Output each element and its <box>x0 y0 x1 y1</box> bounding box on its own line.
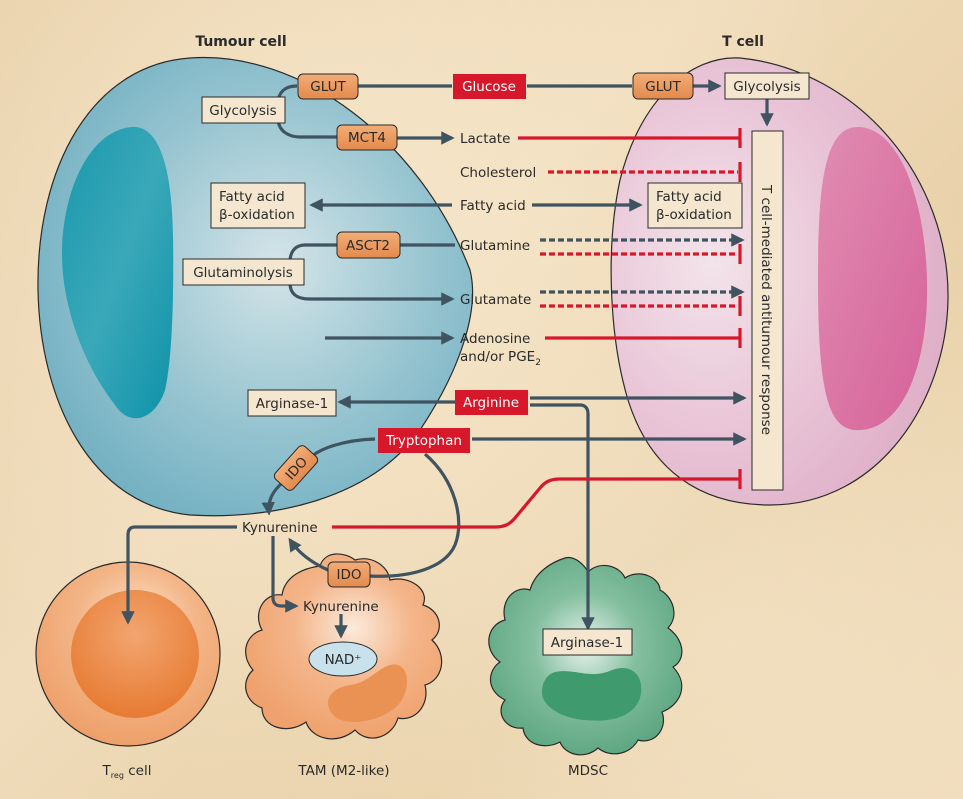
tam-cell-nucleus <box>328 664 408 723</box>
fao-tumour-label-line1: Fatty acid <box>219 189 285 205</box>
transporter-glut-tcell: GLUT <box>632 72 694 100</box>
tumour-cell-nucleus <box>62 126 174 419</box>
treg-title-sub: reg <box>111 771 124 780</box>
tryptophan-label: Tryptophan <box>385 433 462 449</box>
dotted-slate-pathways <box>540 233 745 299</box>
nutrient-tryptophan: Tryptophan <box>378 428 470 453</box>
mct4-label: MCT4 <box>348 130 386 146</box>
fatty-acid-label: Fatty acid <box>460 198 526 214</box>
transporter-glut-tumour: GLUT <box>297 73 359 100</box>
arginine-label: Arginine <box>463 395 519 411</box>
adenosine-label-line1: Adenosine <box>460 331 530 347</box>
asct2-label: ASCT2 <box>346 238 390 254</box>
kynurenine-to-treg-arrow <box>121 525 237 625</box>
treg-cell-nucleus <box>71 590 199 718</box>
kynurenine-tam-label: Kynurenine <box>303 599 379 615</box>
box-fao-tumour: Fatty acid β-oxidation <box>210 182 306 229</box>
kynurenine-to-tam-kynurenine-arrow <box>271 536 299 613</box>
arginase-tumour-label: Arginase-1 <box>256 396 329 412</box>
box-arginase-tumour: Arginase-1 <box>247 389 337 417</box>
tumour-cell-title: Tumour cell <box>195 34 286 50</box>
inhibitory-pathways <box>332 128 742 529</box>
cholesterol-label: Cholesterol <box>460 165 536 181</box>
slate-pathways <box>121 79 774 639</box>
tam-ido-to-kynurenine-arrow <box>288 537 329 572</box>
fao-tcell-label-line1: Fatty acid <box>656 189 722 205</box>
ido-to-kynurenine-arrow <box>261 480 285 516</box>
glutaminolysis-label: Glutaminolysis <box>193 265 293 281</box>
glutaminolysis-to-glutamate-curve <box>288 282 455 306</box>
tcell-response-box: T cell-mediated antitumour response <box>751 130 784 491</box>
nutrient-glucose: Glucose <box>453 74 526 99</box>
nad-ellipse: NAD⁺ <box>308 641 378 677</box>
nutrient-arginine: Arginine <box>455 390 528 415</box>
glut-tcell-label: GLUT <box>645 79 681 95</box>
lactate-label: Lactate <box>460 131 510 147</box>
arginine-to-mdsc-arrow <box>530 403 595 631</box>
kynurenine-label: Kynurenine <box>242 520 318 536</box>
mdsc-cell-title: MDSC <box>568 763 608 779</box>
t-cell-title: T cell <box>722 34 764 50</box>
box-glycolysis-tcell: Glycolysis <box>724 72 810 100</box>
pge-subscript: 2 <box>535 358 541 368</box>
enzyme-ido-tam: IDO <box>327 561 371 588</box>
dotted-inhibitory-pathways <box>540 162 742 316</box>
treg-cell-title: Treg cell <box>102 763 152 780</box>
treg-title-rest: cell <box>124 763 152 779</box>
nad-label: NAD⁺ <box>325 652 362 668</box>
glutamate-label: Glutamate <box>460 292 531 308</box>
glutamine-label: Glutamine <box>460 238 530 254</box>
glucose-label: Glucose <box>462 79 516 95</box>
box-glutaminolysis: Glutaminolysis <box>182 258 305 286</box>
mdsc-cell-membrane <box>488 556 683 756</box>
t-cell-nucleus <box>818 126 928 431</box>
treg-title-main: T <box>102 763 112 779</box>
transporter-mct4: MCT4 <box>336 124 398 151</box>
adenosine-label-main: and/or PGE <box>460 349 535 365</box>
fao-tcell-label-line2: β-oxidation <box>656 207 732 223</box>
transporter-asct2: ASCT2 <box>336 231 401 259</box>
glycolysis-tcell-label: Glycolysis <box>733 79 800 95</box>
box-fao-tcell: Fatty acid β-oxidation <box>647 182 743 229</box>
tam-cell-title: TAM (M2-like) <box>297 763 389 779</box>
mdsc-cell <box>488 556 683 756</box>
tcell-response-label: T cell-mediated antitumour response <box>758 184 774 435</box>
kynurenine-inhibition-line <box>332 477 740 529</box>
ido-tam-label: IDO <box>336 567 361 583</box>
box-arginase-mdsc: Arginase-1 <box>542 628 633 656</box>
arginase-mdsc-label: Arginase-1 <box>551 635 624 651</box>
adenosine-label-line2: and/or PGE2 <box>460 349 541 368</box>
glycolysis-tumour-label: Glycolysis <box>209 103 276 119</box>
fao-tumour-label-line2: β-oxidation <box>219 207 295 223</box>
mdsc-cell-nucleus <box>541 668 642 721</box>
glut-tumour-label: GLUT <box>310 79 346 95</box>
tryptophan-to-tam-ido-curve <box>369 452 461 578</box>
box-glycolysis-tumour: Glycolysis <box>201 96 286 124</box>
